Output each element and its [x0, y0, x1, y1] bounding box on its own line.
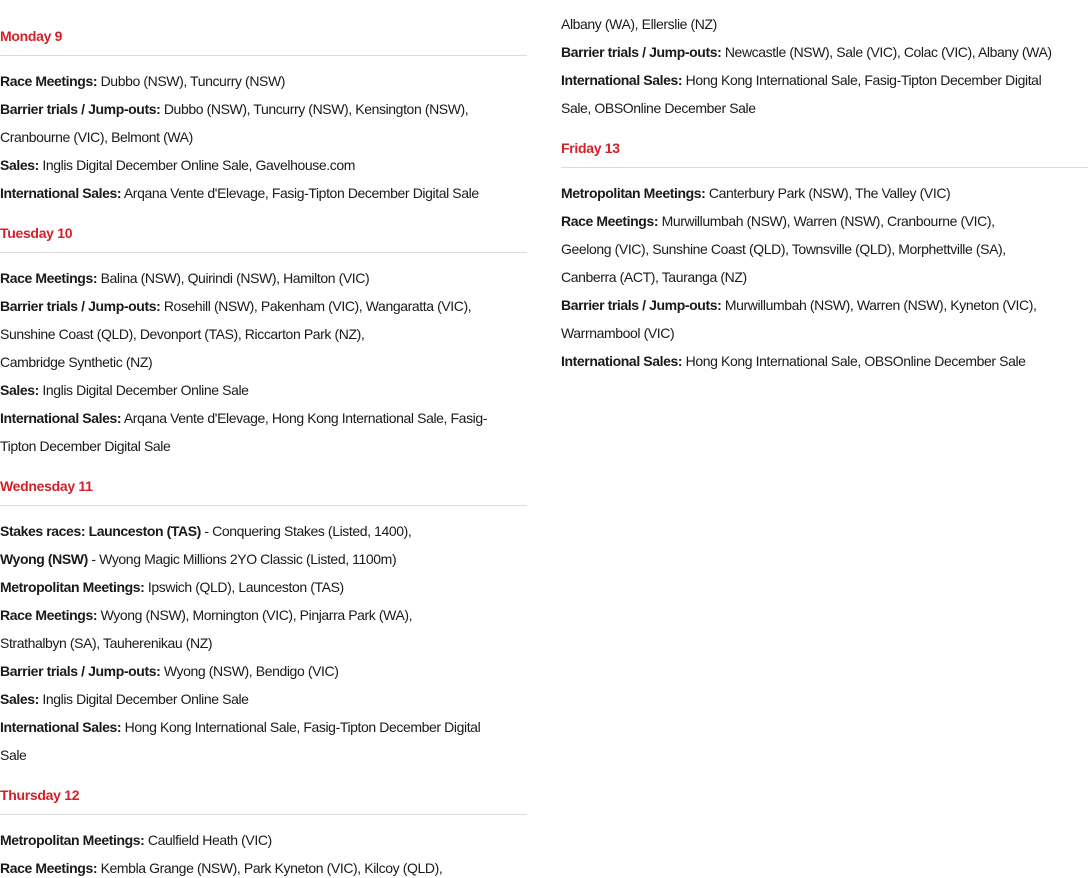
barrier-trials-label: Barrier trials / Jump-outs: — [0, 663, 161, 679]
metro-meetings-value: Canterbury Park (NSW), The Valley (VIC) — [705, 185, 951, 201]
international-sales-label: International Sales: — [561, 72, 683, 88]
international-sales-line: International Sales: Hong Kong Internati… — [0, 713, 527, 741]
international-sales-label: International Sales: — [0, 719, 122, 735]
race-meetings-line: Race Meetings: Murwillumbah (NSW), Warre… — [561, 207, 1088, 235]
metro-meetings-value: Ipswich (QLD), Launceston (TAS) — [144, 579, 344, 595]
left-column: Monday 9 Race Meetings: Dubbo (NSW), Tun… — [0, 0, 527, 878]
day-section-wednesday: Wednesday 11 Stakes races: Launceston (T… — [0, 472, 527, 769]
international-sales-line: International Sales: Arqana Vente d'Elev… — [0, 179, 527, 207]
international-sales-label: International Sales: — [0, 185, 122, 201]
barrier-trials-value-cont: Sunshine Coast (QLD), Devonport (TAS), R… — [0, 326, 365, 342]
barrier-trials-label: Barrier trials / Jump-outs: — [0, 101, 161, 117]
barrier-trials-label: Barrier trials / Jump-outs: — [561, 297, 722, 313]
race-meetings-value: Wyong (NSW), Mornington (VIC), Pinjarra … — [97, 607, 413, 623]
international-sales-line: International Sales: Hong Kong Internati… — [561, 66, 1088, 94]
barrier-trials-label: Barrier trials / Jump-outs: — [0, 298, 161, 314]
divider — [0, 252, 527, 253]
sales-label: Sales: — [0, 157, 39, 173]
metro-meetings-label: Metropolitan Meetings: — [0, 832, 145, 848]
barrier-trials-line: Barrier trials / Jump-outs: Dubbo (NSW),… — [0, 95, 527, 123]
international-sales-value-cont: Sale, OBSOnline December Sale — [561, 100, 756, 116]
barrier-trials-value: Rosehill (NSW), Pakenham (VIC), Wangarat… — [160, 298, 472, 314]
stakes-races-line: Wyong (NSW) - Wyong Magic Millions 2YO C… — [0, 545, 527, 573]
sales-label: Sales: — [0, 382, 39, 398]
race-meetings-label: Race Meetings: — [0, 73, 98, 89]
race-meetings-label: Race Meetings: — [0, 860, 98, 876]
barrier-trials-value: Murwillumbah (NSW), Warren (NSW), Kyneto… — [721, 297, 1037, 313]
barrier-trials-value-cont: Cranbourne (VIC), Belmont (WA) — [0, 129, 193, 145]
divider — [561, 167, 1088, 168]
metro-meetings-value: Caulfield Heath (VIC) — [144, 832, 272, 848]
day-heading: Monday 9 — [0, 28, 63, 44]
day-section-thursday-continued: Albany (WA), Ellerslie (NZ) Barrier tria… — [561, 10, 1088, 122]
barrier-trials-line: Barrier trials / Jump-outs: Newcastle (N… — [561, 38, 1088, 66]
stakes-races-line: Stakes races: Launceston (TAS) - Conquer… — [0, 517, 527, 545]
race-meetings-value-cont: Albany (WA), Ellerslie (NZ) — [561, 16, 717, 32]
race-meetings-value-cont: Geelong (VIC), Sunshine Coast (QLD), Tow… — [561, 241, 1006, 257]
race-meetings-value-cont: Strathalbyn (SA), Tauherenikau (NZ) — [0, 635, 213, 651]
metro-meetings-line: Metropolitan Meetings: Canterbury Park (… — [561, 179, 1088, 207]
barrier-trials-label: Barrier trials / Jump-outs: — [561, 44, 722, 60]
stakes-races-value: - Conquering Stakes (Listed, 1400), — [200, 523, 412, 539]
day-section-monday: Monday 9 Race Meetings: Dubbo (NSW), Tun… — [0, 22, 527, 207]
race-meetings-value: Kembla Grange (NSW), Park Kyneton (VIC),… — [97, 860, 443, 876]
barrier-trials-line: Barrier trials / Jump-outs: Rosehill (NS… — [0, 292, 527, 320]
international-sales-line: International Sales: Arqana Vente d'Elev… — [0, 404, 527, 432]
day-section-tuesday: Tuesday 10 Race Meetings: Balina (NSW), … — [0, 219, 527, 460]
international-sales-value: Hong Kong International Sale, Fasig-Tipt… — [682, 72, 1042, 88]
metro-meetings-line: Metropolitan Meetings: Ipswich (QLD), La… — [0, 573, 527, 601]
sales-line: Sales: Inglis Digital December Online Sa… — [0, 151, 527, 179]
sales-value: Inglis Digital December Online Sale, Gav… — [38, 157, 355, 173]
race-meetings-value: Balina (NSW), Quirindi (NSW), Hamilton (… — [97, 270, 370, 286]
sales-line: Sales: Inglis Digital December Online Sa… — [0, 685, 527, 713]
sales-value: Inglis Digital December Online Sale — [38, 382, 249, 398]
barrier-trials-value: Newcastle (NSW), Sale (VIC), Colac (VIC)… — [721, 44, 1052, 60]
barrier-trials-value: Wyong (NSW), Bendigo (VIC) — [160, 663, 339, 679]
barrier-trials-line: Barrier trials / Jump-outs: Murwillumbah… — [561, 291, 1088, 319]
day-heading: Wednesday 11 — [0, 478, 93, 494]
race-meetings-value: Dubbo (NSW), Tuncurry (NSW) — [97, 73, 286, 89]
stakes-races-value: - Wyong Magic Millions 2YO Classic (List… — [87, 551, 397, 567]
race-meetings-label: Race Meetings: — [0, 270, 98, 286]
race-meetings-line: Race Meetings: Dubbo (NSW), Tuncurry (NS… — [0, 67, 527, 95]
international-sales-value: Hong Kong International Sale, Fasig-Tipt… — [121, 719, 481, 735]
metro-meetings-label: Metropolitan Meetings: — [0, 579, 145, 595]
race-meetings-line: Race Meetings: Balina (NSW), Quirindi (N… — [0, 264, 527, 292]
international-sales-value: Hong Kong International Sale, OBSOnline … — [682, 353, 1026, 369]
barrier-trials-value-cont: Warrnambool (VIC) — [561, 325, 675, 341]
stakes-races-label: Wyong (NSW) — [0, 551, 88, 567]
metro-meetings-line: Metropolitan Meetings: Caulfield Heath (… — [0, 826, 527, 854]
day-section-thursday: Thursday 12 Metropolitan Meetings: Caulf… — [0, 781, 527, 878]
divider — [0, 814, 527, 815]
divider — [0, 55, 527, 56]
barrier-trials-line: Barrier trials / Jump-outs: Wyong (NSW),… — [0, 657, 527, 685]
barrier-trials-value-cont: Cambridge Synthetic (NZ) — [0, 354, 153, 370]
international-sales-label: International Sales: — [561, 353, 683, 369]
sales-line: Sales: Inglis Digital December Online Sa… — [0, 376, 527, 404]
barrier-trials-value: Dubbo (NSW), Tuncurry (NSW), Kensington … — [160, 101, 469, 117]
race-meetings-label: Race Meetings: — [0, 607, 98, 623]
race-meetings-value-cont: Canberra (ACT), Tauranga (NZ) — [561, 269, 747, 285]
international-sales-value: Arqana Vente d'Elevage, Fasig-Tipton Dec… — [121, 185, 479, 201]
sales-label: Sales: — [0, 691, 39, 707]
international-sales-value: Arqana Vente d'Elevage, Hong Kong Intern… — [121, 410, 488, 426]
metro-meetings-label: Metropolitan Meetings: — [561, 185, 706, 201]
international-sales-line: International Sales: Hong Kong Internati… — [561, 347, 1088, 375]
race-meetings-line: Race Meetings: Kembla Grange (NSW), Park… — [0, 854, 527, 878]
day-heading: Friday 13 — [561, 140, 620, 156]
sales-value: Inglis Digital December Online Sale — [38, 691, 249, 707]
day-heading: Thursday 12 — [0, 787, 80, 803]
right-column: Albany (WA), Ellerslie (NZ) Barrier tria… — [561, 0, 1088, 878]
race-meetings-line: Race Meetings: Wyong (NSW), Mornington (… — [0, 601, 527, 629]
race-meetings-value: Murwillumbah (NSW), Warren (NSW), Cranbo… — [658, 213, 995, 229]
race-meetings-label: Race Meetings: — [561, 213, 659, 229]
international-sales-value-cont: Tipton December Digital Sale — [0, 438, 171, 454]
day-section-friday: Friday 13 Metropolitan Meetings: Canterb… — [561, 134, 1088, 375]
international-sales-value-cont: Sale — [0, 747, 27, 763]
day-heading: Tuesday 10 — [0, 225, 73, 241]
stakes-races-label: Stakes races: Launceston (TAS) — [0, 523, 201, 539]
divider — [0, 505, 527, 506]
international-sales-label: International Sales: — [0, 410, 122, 426]
